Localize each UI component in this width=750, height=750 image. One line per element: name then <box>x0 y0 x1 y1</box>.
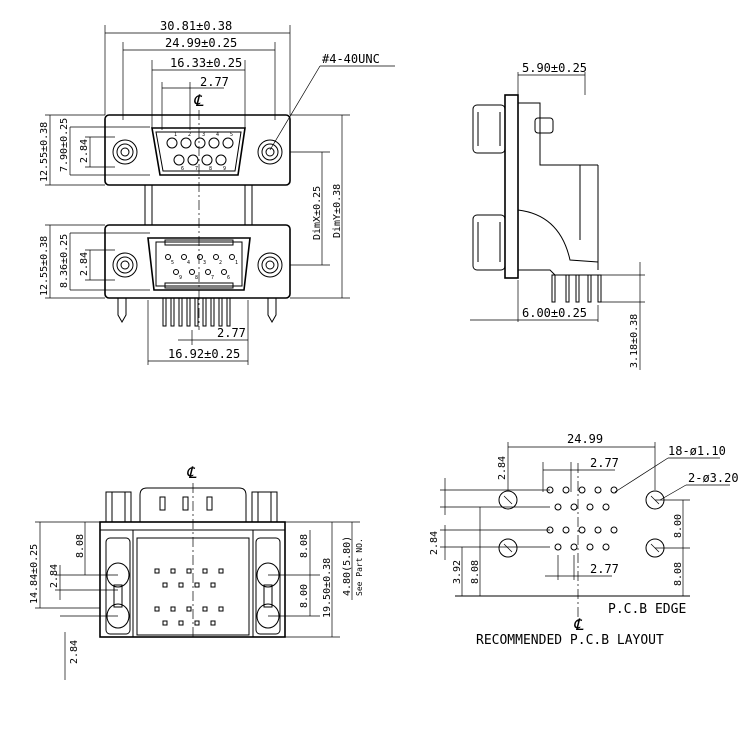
bottom-pin-number: 8 <box>195 275 198 281</box>
bottom-view-pins <box>154 568 224 626</box>
bottom-pin-number: 1 <box>235 260 238 266</box>
top-pin-number: 4 <box>216 132 219 138</box>
front-view: 30.81±0.38 24.99±0.25 16.33±0.25 2.77 ℄ … <box>39 19 395 365</box>
bottom-pin-number: 4 <box>187 260 190 266</box>
centerline-mark-bottom: ℄ <box>186 463 197 482</box>
top-pin-number: 1 <box>174 132 177 138</box>
top-connector-shell <box>151 127 246 176</box>
bottom-connector-flange <box>104 224 291 299</box>
dim-top-shell: 7.90±0.25 <box>59 118 70 172</box>
dim-upper-offset: 8.08 <box>75 534 86 558</box>
pcb-edge-label: P.C.B EDGE <box>608 602 686 617</box>
centerline-mark-front: ℄ <box>193 91 204 110</box>
side-view: 5.90±0.25 3.18±0.38 6.00±0.25 <box>470 61 645 370</box>
dim-flange-depth: 5.90±0.25 <box>522 61 587 75</box>
bottom-pins <box>165 254 235 275</box>
dim-x: DimX±0.25 <box>312 186 323 240</box>
top-mount-left <box>112 139 138 165</box>
dim-top-pin-span: 16.33±0.25 <box>170 56 242 70</box>
pcb-dim-right-top: 8.00 <box>673 514 684 538</box>
bottom-mount-left <box>112 252 138 278</box>
dim-body-depth: 19.50±0.38 <box>322 558 333 618</box>
pcb-mount-hole <box>498 538 518 558</box>
dim-total-height: 14.84±0.25 <box>29 544 40 604</box>
dim-right-upper: 8.08 <box>299 534 310 558</box>
bottom-view: ℄ 14.84±0.25 8.08 <box>29 463 364 680</box>
bottom-body <box>99 521 286 638</box>
dim-thread: #4-40UNC <box>322 52 380 66</box>
pcb-dim-left-mid: 2.84 <box>429 531 440 555</box>
dim-overall-width: 30.81±0.38 <box>160 19 232 33</box>
pcb-dim-left-low: 3.92 <box>452 560 463 584</box>
pcb-dim-left-top: 2.84 <box>497 456 508 480</box>
bottom-connector-shell <box>147 237 251 291</box>
dim-left-pitch: 2.84 <box>49 564 60 588</box>
top-pin-number: 7 <box>195 166 198 172</box>
bottom-pin-number: 2 <box>219 260 222 266</box>
bottom-pin-number: 7 <box>211 275 214 281</box>
bottom-mount-right <box>257 252 283 278</box>
pcb-dim-left-bottom: 8.08 <box>470 560 481 584</box>
pcb-dim-width: 24.99 <box>567 432 603 446</box>
pcb-dim-right-bottom: 8.08 <box>673 562 684 586</box>
dim-left-bottom: 2.84 <box>69 640 80 664</box>
dim-board-depth: 6.00±0.25 <box>522 306 587 320</box>
dim-top-height: 12.55±0.38 <box>39 122 50 182</box>
top-pin-number: 2 <box>188 132 191 138</box>
bottom-pin-number: 3 <box>203 260 206 266</box>
pcb-small-holes <box>546 486 618 551</box>
top-connector-flange <box>104 114 291 186</box>
see-part-no: See Part NO. <box>355 538 364 596</box>
dim-right-spacing: 8.00 <box>299 584 310 608</box>
top-pins <box>166 137 234 166</box>
side-flange <box>504 94 519 279</box>
top-pin-number: 3 <box>202 132 205 138</box>
top-pin-number: 6 <box>181 166 184 172</box>
pcb-caption: RECOMMENDED P.C.B LAYOUT <box>476 633 664 648</box>
bottom-pin-number: 5 <box>171 260 174 266</box>
dim-top-offset: 2.84 <box>79 139 90 163</box>
pcb-mount-hole <box>498 490 518 510</box>
dim-bottom-pin-span: 16.92±0.25 <box>168 347 240 361</box>
bottom-pin-number: 9 <box>179 275 182 281</box>
pcb-layout: 24.99 18-ø1.10 2-ø3.20 2.77 2.84 <box>429 432 739 648</box>
pcb-dim-bottom-pitch: 2.77 <box>590 562 619 576</box>
dim-bottom-height: 12.55±0.38 <box>39 236 50 296</box>
top-pin-number: 8 <box>209 166 212 172</box>
dim-tail-length: 3.18±0.38 <box>629 314 640 368</box>
dim-y: DimY±0.38 <box>332 184 343 238</box>
dim-top-pitch: 2.77 <box>200 75 229 89</box>
pcb-dim-big-holes: 2-ø3.20 <box>688 471 739 485</box>
top-mount-right <box>257 139 283 165</box>
dim-bottom-shell: 8.36±0.25 <box>59 234 70 288</box>
top-pin-number: 5 <box>230 132 233 138</box>
dim-bottom-pitch: 2.77 <box>217 326 246 340</box>
top-pin-number: 9 <box>223 166 226 172</box>
bottom-pin-number: 6 <box>227 275 230 281</box>
dim-shell-width: 24.99±0.25 <box>165 36 237 50</box>
dim-bottom-offset: 2.84 <box>79 252 90 276</box>
centerline-mark-pcb: ℄ <box>573 615 584 634</box>
pcb-dim-top-pitch: 2.77 <box>590 456 619 470</box>
dim-standoff: 4.80(5.80) <box>342 536 353 596</box>
pin-tails <box>162 297 231 327</box>
pcb-dim-small-holes: 18-ø1.10 <box>668 444 726 458</box>
